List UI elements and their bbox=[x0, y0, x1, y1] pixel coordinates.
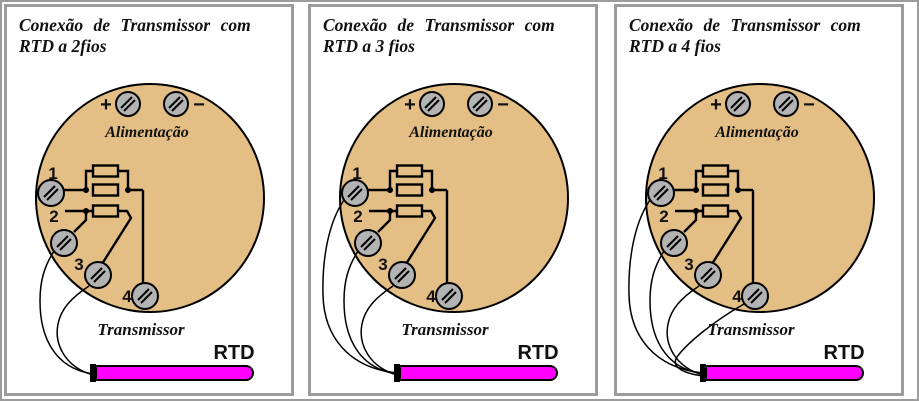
resistor-network-wiring bbox=[674, 169, 755, 283]
terminal-screw-2 bbox=[50, 229, 78, 257]
rtd-label: RTD bbox=[213, 342, 254, 364]
transmitter-head bbox=[339, 83, 569, 313]
resistor-network-wiring bbox=[64, 169, 145, 283]
resistor-top bbox=[91, 164, 120, 178]
resistor-network-wiring bbox=[368, 169, 449, 283]
terminal-label-4: 4 bbox=[122, 287, 132, 306]
panel-title-line2: RTD a 2fios bbox=[19, 36, 107, 56]
panel-title-line1: Conexão de Transmissor com bbox=[629, 15, 861, 35]
junction-dot bbox=[693, 187, 699, 193]
resistor-middle bbox=[395, 183, 424, 197]
rtd-wire-t1 bbox=[322, 199, 398, 374]
rtd-wire-t2 bbox=[343, 250, 398, 375]
rtd-probe bbox=[95, 365, 254, 381]
rtd-wire-t3 bbox=[666, 285, 704, 376]
rtd-probe bbox=[705, 365, 864, 381]
terminal-label-3: 3 bbox=[684, 255, 693, 274]
terminal-screw-plus bbox=[419, 91, 445, 117]
rtd-probe-cap bbox=[700, 364, 706, 382]
resistor-bottom bbox=[91, 204, 120, 218]
wiring-diagram: + − Alimentação 1 2 3 4 Transmissor RTD bbox=[322, 83, 569, 382]
terminal-screw-3 bbox=[84, 261, 112, 289]
rtd-wire-t2 bbox=[649, 250, 704, 375]
terminal-screw-2 bbox=[354, 229, 382, 257]
panel-rtd-4-wire: Conexão de Transmissor com RTD a 4 fios … bbox=[614, 4, 904, 396]
transmitter-label: Transmissor bbox=[707, 320, 795, 339]
junction-dot bbox=[125, 187, 131, 193]
plus-sign: + bbox=[100, 94, 112, 116]
rtd-wire-t2 bbox=[39, 250, 94, 375]
terminal-screw-minus bbox=[467, 91, 493, 117]
panel-rtd-3-wire: Conexão de Transmissor com RTD a 3 fios … bbox=[308, 4, 598, 396]
supply-label: Alimentação bbox=[104, 124, 189, 141]
junction-dot bbox=[429, 187, 435, 193]
supply-label: Alimentação bbox=[714, 124, 799, 141]
resistor-bottom bbox=[395, 204, 424, 218]
junction-dot bbox=[735, 187, 741, 193]
rtd-probe-cap bbox=[394, 364, 400, 382]
terminal-screw-3 bbox=[694, 261, 722, 289]
resistor-middle bbox=[701, 183, 730, 197]
plus-sign: + bbox=[710, 94, 722, 116]
wiring-diagram: + − Alimentação 1 2 3 4 Transmissor RTD bbox=[628, 83, 875, 382]
rtd-label: RTD bbox=[517, 342, 558, 364]
terminal-label-1: 1 bbox=[352, 164, 361, 183]
minus-sign: − bbox=[193, 94, 205, 116]
rtd-wire-t3 bbox=[360, 285, 398, 376]
minus-sign: − bbox=[497, 94, 509, 116]
panel-rtd-2-wire: Conexão de Transmissor com RTD a 2fios +… bbox=[4, 4, 294, 396]
junction-dot bbox=[387, 208, 393, 214]
transmitter-label: Transmissor bbox=[401, 320, 489, 339]
transmitter-label: Transmissor bbox=[97, 320, 185, 339]
panel-title: Conexão de Transmissor com RTD a 3 fios bbox=[323, 15, 587, 57]
terminal-screw-minus bbox=[773, 91, 799, 117]
transmitter-head bbox=[645, 83, 875, 313]
plus-sign: + bbox=[404, 94, 416, 116]
terminal-label-4: 4 bbox=[426, 287, 436, 306]
resistor-top bbox=[701, 164, 730, 178]
terminal-screw-1 bbox=[647, 179, 675, 207]
terminal-screw-minus bbox=[163, 91, 189, 117]
terminal-screw-4 bbox=[131, 282, 159, 310]
terminal-screw-plus bbox=[725, 91, 751, 117]
terminal-label-1: 1 bbox=[658, 164, 667, 183]
rtd-probe-cap bbox=[90, 364, 96, 382]
terminal-screw-2 bbox=[660, 229, 688, 257]
terminal-label-4: 4 bbox=[732, 287, 742, 306]
rtd-label: RTD bbox=[823, 342, 864, 364]
resistor-middle bbox=[91, 183, 120, 197]
junction-dot bbox=[83, 187, 89, 193]
panel-title: Conexão de Transmissor com RTD a 4 fios bbox=[629, 15, 893, 57]
panel-title-line2: RTD a 4 fios bbox=[629, 36, 721, 56]
panel-title-line1: Conexão de Transmissor com bbox=[19, 15, 251, 35]
resistor-top bbox=[395, 164, 424, 178]
panel-title: Conexão de Transmissor com RTD a 2fios bbox=[19, 15, 283, 57]
panel-title-line1: Conexão de Transmissor com bbox=[323, 15, 555, 35]
terminal-screw-1 bbox=[341, 179, 369, 207]
resistor-bottom bbox=[701, 204, 730, 218]
rtd-wire-t4 bbox=[674, 303, 745, 377]
supply-label: Alimentação bbox=[408, 124, 493, 141]
terminal-label-2: 2 bbox=[659, 207, 668, 226]
minus-sign: − bbox=[803, 94, 815, 116]
terminal-screw-1 bbox=[37, 179, 65, 207]
rtd-wire-t1 bbox=[628, 199, 704, 374]
rtd-wire-t3 bbox=[56, 285, 94, 376]
terminal-label-1: 1 bbox=[48, 164, 57, 183]
transmitter-head bbox=[35, 83, 265, 313]
junction-dot bbox=[387, 187, 393, 193]
terminal-label-2: 2 bbox=[49, 207, 58, 226]
junction-dot bbox=[693, 208, 699, 214]
terminal-screw-4 bbox=[741, 282, 769, 310]
terminal-label-2: 2 bbox=[353, 207, 362, 226]
terminal-label-3: 3 bbox=[74, 255, 83, 274]
panel-title-line2: RTD a 3 fios bbox=[323, 36, 415, 56]
terminal-screw-4 bbox=[435, 282, 463, 310]
terminal-screw-plus bbox=[115, 91, 141, 117]
terminal-screw-3 bbox=[388, 261, 416, 289]
wiring-diagram: + − Alimentação 1 2 3 4 Transmissor RTD bbox=[35, 83, 265, 382]
junction-dot bbox=[83, 208, 89, 214]
rtd-probe bbox=[399, 365, 558, 381]
terminal-label-3: 3 bbox=[378, 255, 387, 274]
